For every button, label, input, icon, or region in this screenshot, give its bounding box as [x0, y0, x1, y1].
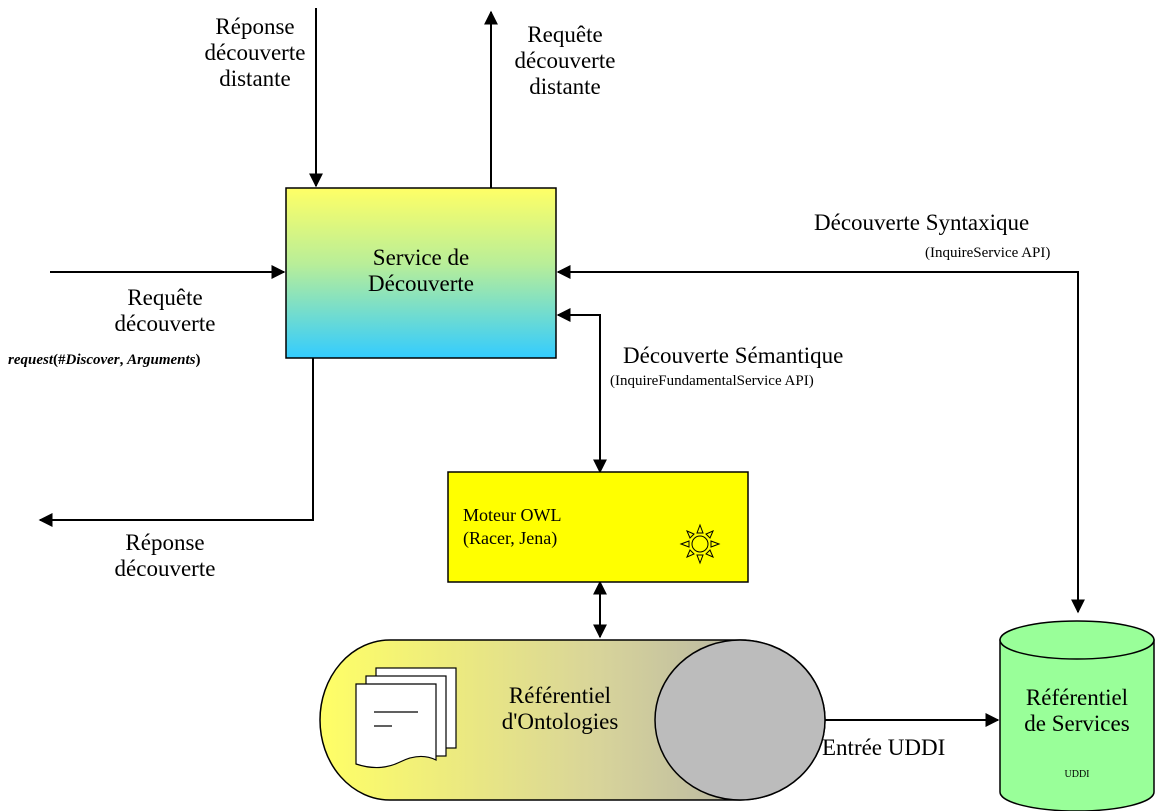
remote-response-line-3: distante: [219, 65, 291, 91]
discovery-service-box: [285, 187, 557, 359]
service-repository-sub: UDDI: [1064, 769, 1090, 780]
owl-engine-line-2: (Racer, Jena): [463, 528, 558, 549]
discovery-response-arrow: [38, 358, 314, 527]
semantic-discovery-arrow: [556, 308, 607, 474]
request-call-arg1: Discover: [65, 352, 120, 368]
service-repository-top: [999, 620, 1155, 660]
remote-request-label: Requête découverte distante: [490, 22, 640, 99]
semantic-discovery-api: (InquireFundamentalService API): [610, 373, 814, 389]
remote-request-line-3: distante: [529, 73, 601, 99]
request-call-prefix: request: [8, 352, 53, 368]
request-call-open: (#: [53, 352, 66, 368]
syntactic-discovery-api: (InquireService API): [925, 245, 1051, 261]
discovery-service-line-1: Service de: [372, 245, 470, 270]
discovery-response-label: Réponse découverte: [75, 530, 255, 582]
remote-response-line-1: Réponse: [215, 14, 295, 39]
discovery-request-line-1: Requête: [127, 285, 203, 310]
service-repository-label: Référentiel de Services: [1000, 685, 1154, 737]
request-call-sep: ,: [119, 352, 128, 368]
owl-engine-label: Moteur OWL (Racer, Jena): [463, 504, 561, 551]
request-call-label: request(#Discover, Arguments): [8, 352, 201, 369]
request-call-close: ): [195, 352, 201, 368]
discovery-request-label: Requête découverte: [75, 285, 255, 337]
request-call-arg2: Arguments: [127, 352, 196, 368]
remote-response-line-2: découverte: [204, 39, 306, 65]
service-repository-line-2: de Services: [1024, 710, 1130, 736]
owl-engine-line-1: Moteur OWL: [463, 505, 562, 525]
discovery-service-label: Service de Découverte: [286, 245, 556, 297]
ontology-repository-line-1: Référentiel: [508, 683, 612, 708]
discovery-response-line-2: découverte: [114, 555, 216, 581]
uddi-entry-label: Entrée UDDI: [822, 735, 946, 760]
remote-request-line-2: découverte: [514, 47, 616, 73]
document-stack-icon: [355, 667, 457, 769]
syntactic-discovery-arrow: [556, 265, 1085, 614]
remote-response-label: Réponse découverte distante: [180, 14, 330, 91]
service-repository-line-1: Référentiel: [1025, 685, 1129, 710]
discovery-response-line-1: Réponse: [125, 530, 205, 555]
ontology-repository-line-2: d'Ontologies: [501, 708, 619, 734]
remote-request-line-1: Requête: [527, 22, 603, 47]
ontology-repository-end: [654, 639, 826, 801]
ontology-repository-label: Référentiel d'Ontologies: [480, 683, 640, 735]
owl-engine-box: [447, 471, 749, 583]
semantic-discovery-title: Découverte Sémantique: [623, 343, 844, 368]
syntactic-discovery-title: Découverte Syntaxique: [814, 210, 1030, 235]
discovery-service-line-2: Découverte: [368, 270, 474, 296]
discovery-request-line-2: découverte: [114, 310, 216, 336]
sun-icon: [679, 523, 721, 565]
